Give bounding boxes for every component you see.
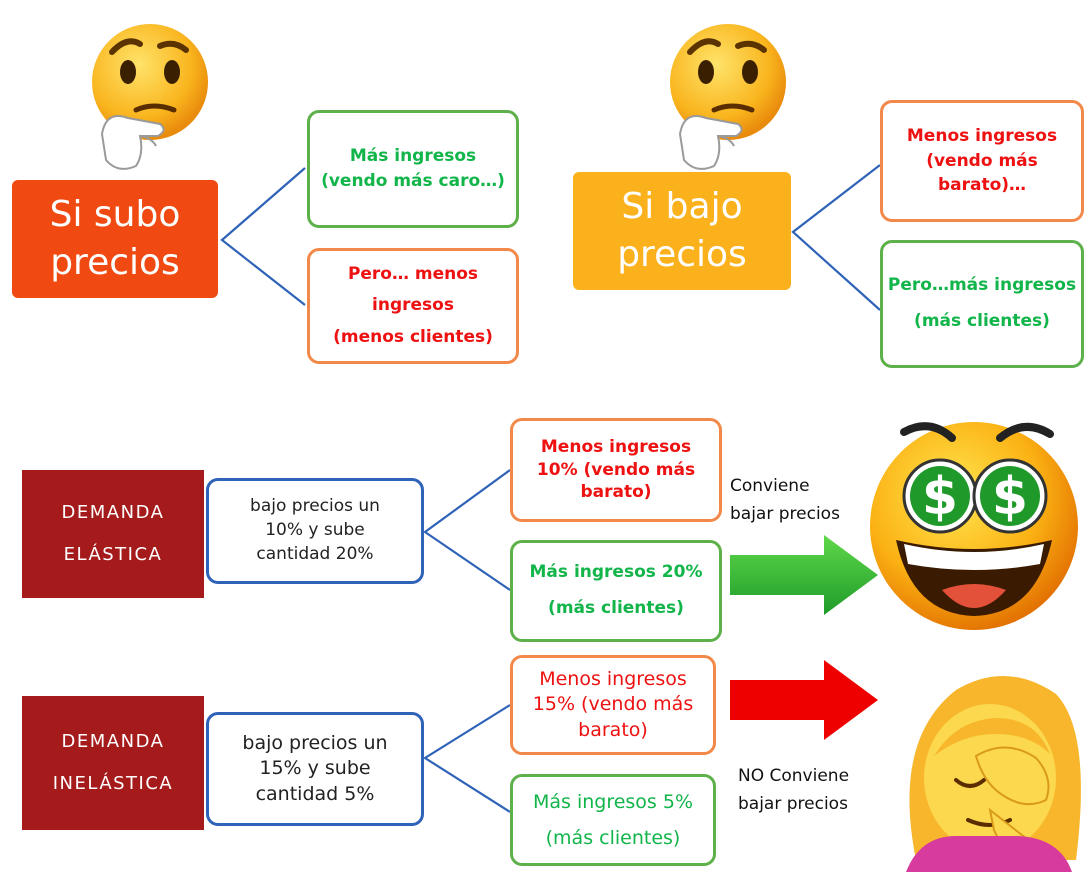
money-eyes-face-icon: $ $ bbox=[870, 422, 1078, 630]
inelastic-mas-ingresos-box: Más ingresos 5% (más clientes) bbox=[510, 774, 716, 866]
thinking-face-icon bbox=[92, 24, 208, 170]
thinking-face-icon bbox=[670, 24, 786, 170]
inelastic-no-conviene-note: NO Conviene bajar precios bbox=[738, 766, 850, 814]
dollar-sign-left: $ bbox=[922, 467, 958, 527]
green-right-arrow-icon bbox=[730, 535, 878, 615]
elastic-condition-box: bajo precios un 10% y sube cantidad 20% bbox=[206, 478, 424, 584]
si-bajo-precios-box: Si bajo precios bbox=[573, 172, 791, 290]
elastic-conviene-note: Conviene bajar precios bbox=[730, 476, 840, 524]
si-subo-precios-box: Si subo precios bbox=[12, 180, 218, 298]
elastic-mas-ingresos-box: Más ingresos 20% (más clientes) bbox=[510, 540, 722, 642]
connector-inelastic bbox=[422, 704, 511, 813]
mas-ingresos-box: Pero…más ingresos (más clientes) bbox=[880, 240, 1084, 368]
connector-elastic bbox=[423, 469, 511, 591]
mas-ingresos-box: Más ingresos (vendo más caro…) bbox=[307, 110, 519, 228]
connector-subo bbox=[220, 167, 306, 306]
facepalm-person-icon bbox=[906, 675, 1081, 872]
menos-ingresos-box: Menos ingresos (vendo más barato)… bbox=[880, 100, 1084, 222]
inelastic-condition-box: bajo precios un 15% y sube cantidad 5% bbox=[206, 712, 424, 826]
dollar-sign-right: $ bbox=[992, 467, 1028, 527]
demanda-elastica-label: DEMANDA ELÁSTICA bbox=[22, 470, 204, 598]
menos-ingresos-box: Pero… menos ingresos (menos clientes) bbox=[307, 248, 519, 364]
red-right-arrow-icon bbox=[730, 660, 878, 740]
demanda-inelastica-label: DEMANDA INELÁSTICA bbox=[22, 696, 204, 830]
connector-bajo bbox=[791, 164, 881, 311]
elastic-menos-ingresos-box: Menos ingresos 10% (vendo más barato) bbox=[510, 418, 722, 522]
inelastic-menos-ingresos-box: Menos ingresos 15% (vendo más barato) bbox=[510, 655, 716, 755]
